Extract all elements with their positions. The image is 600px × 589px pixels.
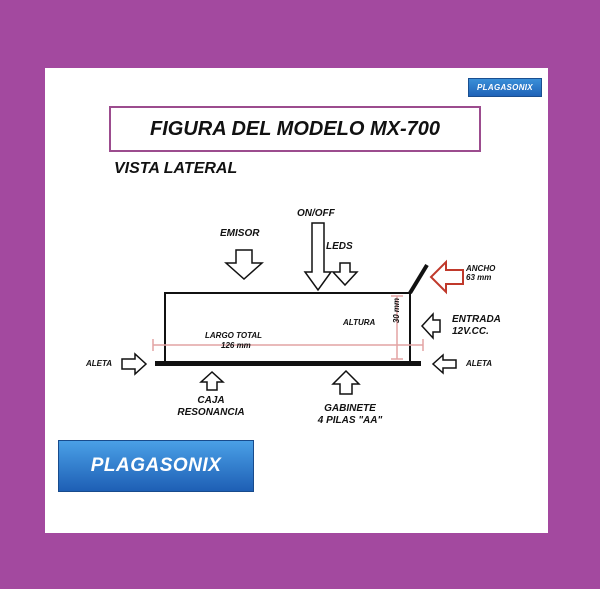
entrada-value: 12V.CC. [452, 325, 489, 337]
ancho-value: 63 mm [466, 273, 492, 283]
gabinete-arrow-icon [331, 369, 361, 395]
caja-label-1: CAJA [197, 395, 225, 406]
on-off-label: ON/OFF [297, 208, 335, 219]
largo-total-value: 126 mm [221, 341, 251, 350]
ancho-label: ANCHO [466, 264, 496, 273]
height-dimension-line [391, 295, 403, 360]
leds-arrow-icon [331, 262, 359, 287]
page-title: FIGURA DEL MODELO MX-700 [109, 106, 481, 152]
brand-badge-large: PLAGASONIX [58, 440, 254, 492]
leds-label: LEDS [326, 241, 353, 252]
ancho-label-group: ANCHO 63 mm [466, 264, 495, 282]
gabinete-label-1: GABINETE [324, 403, 376, 414]
gabinete-label-2: 4 PILAS "AA" [317, 414, 383, 426]
emisor-arrow-icon [224, 249, 264, 281]
altura-value: 30 [391, 314, 401, 324]
aleta-right-arrow-icon [431, 353, 457, 375]
aleta-left-label: ALETA [86, 359, 113, 368]
aleta-left-arrow-icon [121, 352, 148, 376]
largo-total-label: LARGO TOTAL [205, 331, 263, 340]
emisor-label: EMISOR [220, 228, 260, 239]
gabinete-label-group: GABINETE 4 PILAS "AA" [300, 403, 400, 426]
ancho-arrow-icon [429, 259, 464, 295]
brand-badge-small: PLAGASONIX [468, 78, 542, 97]
caja-label-group: CAJA RESONANCIA [171, 395, 251, 418]
view-subtitle: VISTA LATERAL [114, 160, 238, 177]
device-body [164, 292, 411, 364]
caja-arrow-icon [199, 370, 225, 391]
entrada-arrow-icon [420, 312, 441, 340]
connector-post [408, 263, 429, 295]
caja-label-2: RESONANCIA [177, 406, 245, 418]
device-base-fin [155, 361, 421, 366]
altura-value-group: 30 mm [392, 298, 401, 323]
length-dimension-line [152, 339, 424, 351]
altura-label: ALTURA [343, 318, 376, 327]
on-off-arrow-icon [303, 222, 333, 292]
entrada-label-group: ENTRADA 12V.CC. [452, 314, 501, 337]
entrada-label: ENTRADA [452, 314, 501, 325]
aleta-right-label: ALETA [466, 359, 493, 368]
altura-unit: mm [391, 298, 401, 313]
